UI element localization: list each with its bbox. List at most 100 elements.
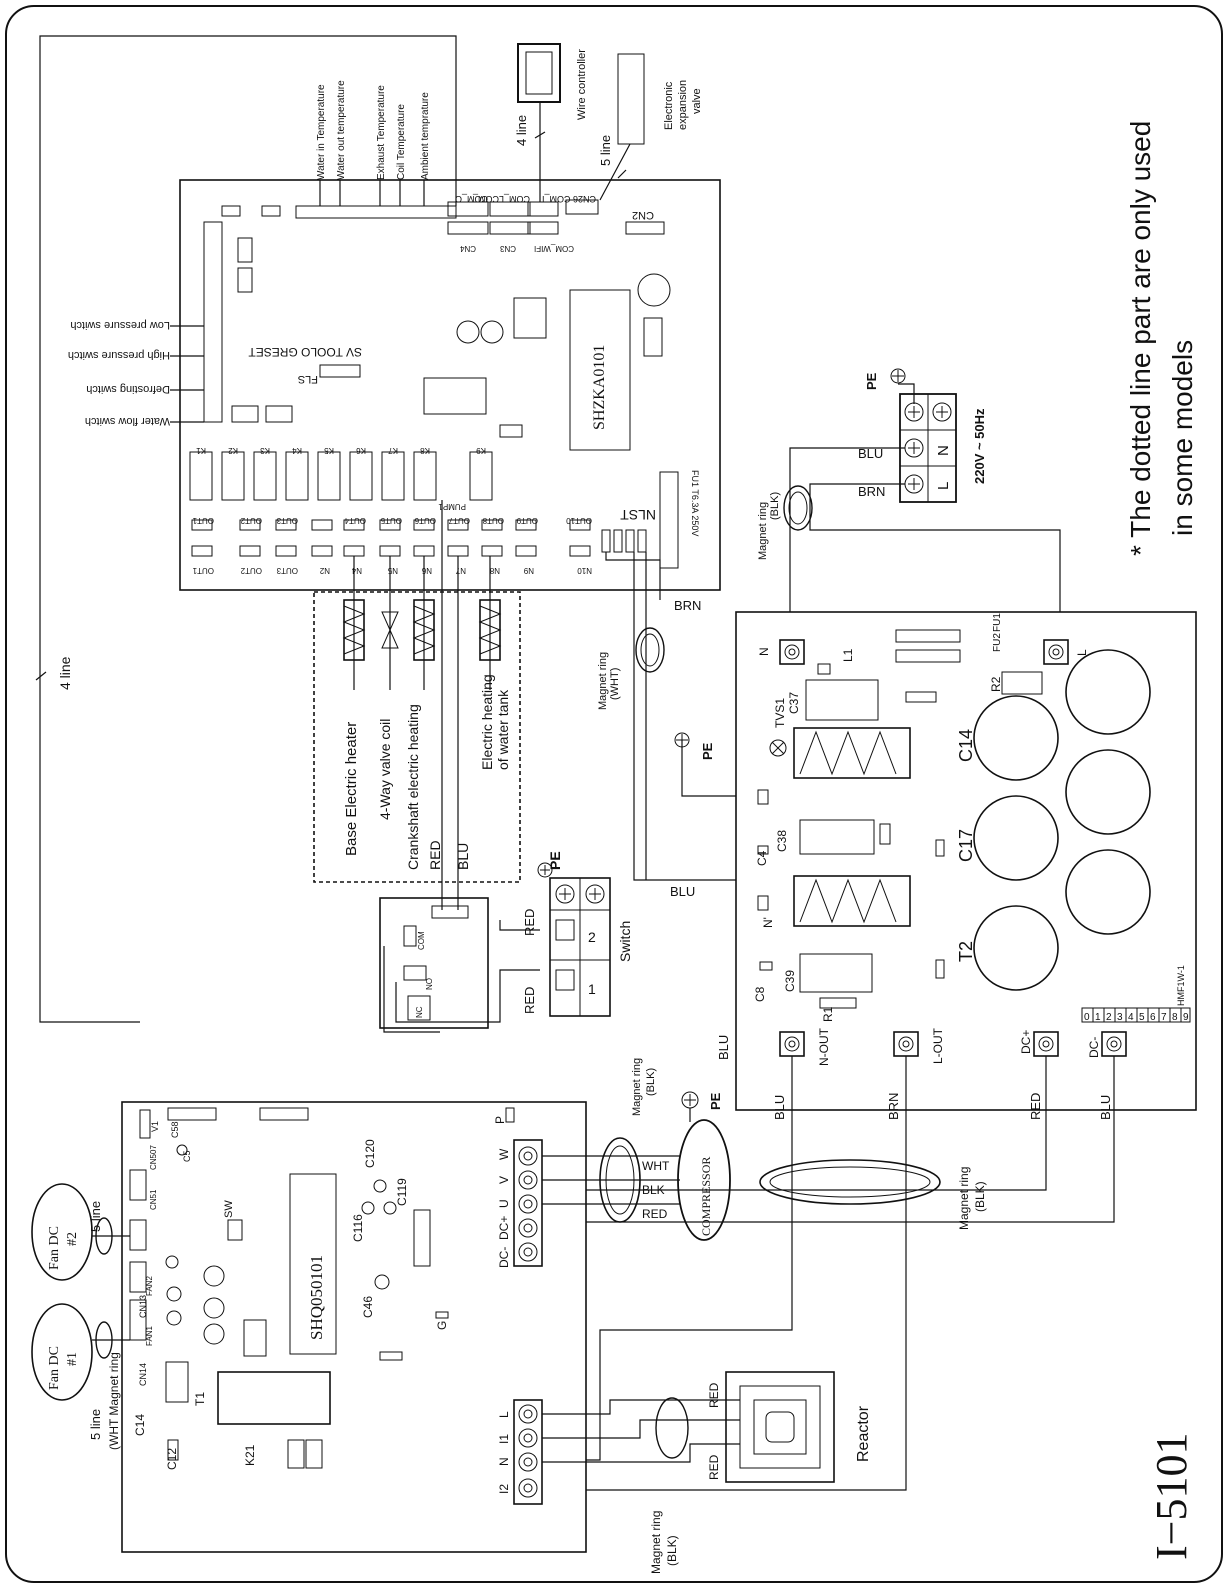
fb-digit-1: 1 [1095, 1012, 1101, 1023]
reactor-red-1: RED [707, 1382, 721, 1408]
fan-dc-1: Fan DC #1 5 line (WHT Magnet ring [31, 1303, 130, 1450]
cn4-label: CN4 [459, 244, 476, 253]
db-c12: C12 [165, 1448, 179, 1470]
out2: OUT2 [240, 516, 262, 525]
cn3-label: CN3 [499, 244, 516, 253]
sensor-labels: Water in Temperature Water out temperatu… [316, 80, 431, 180]
fb-r1: R1 [821, 1006, 835, 1022]
out4: OUT4 [344, 516, 366, 525]
exp-valve-2: expansion [677, 80, 689, 130]
cn26-label: CN26 COM_I [542, 194, 596, 204]
wire-controller-label: Wire controller [576, 49, 588, 120]
magnet-ring-blk-3: Magnet ring [631, 1058, 643, 1116]
comlcom-label: COM_LCOM_ [472, 194, 530, 204]
sensor-wires [39, 35, 457, 1023]
fb-digit-9: 9 [1183, 1012, 1189, 1023]
reactor-red-2: RED [707, 1454, 721, 1480]
fan2-label-2: #2 [65, 1232, 80, 1246]
fuse-label: FU1 T6.3A 250V [690, 470, 700, 536]
term-dcplus: DC+ [497, 1216, 511, 1240]
switch-high-pressure: High pressure switch [68, 349, 170, 361]
switch-num-1: 1 [588, 981, 596, 997]
switch-defrost: Defrosting switch [86, 383, 170, 395]
switch-label: Switch [617, 921, 633, 962]
note-line-1: * The dotted line part are only used [1125, 121, 1156, 556]
load-base-heater: Base Electric heater [343, 722, 360, 856]
fb-c14: C14 [956, 729, 976, 762]
loads: Base Electric heater 4-Way valve coil Cr… [313, 556, 521, 883]
fb-r2: R2 [989, 676, 1003, 692]
power-freq: 220V ~ 50Hz [972, 408, 987, 484]
fb-blu-2: BLU [1098, 1095, 1113, 1120]
relay-k2: K2 [228, 446, 238, 455]
n-out2: OUT2 [240, 566, 262, 575]
wht-magnet-ring: (WHT Magnet ring [107, 1352, 121, 1450]
compressor-label: COMPRESSOR [699, 1157, 713, 1236]
out3: OUT3 [276, 516, 298, 525]
db-c119: C119 [395, 1178, 409, 1206]
out7: OUT7 [448, 516, 470, 525]
relay-bank [189, 451, 493, 501]
comp-wht: WHT [642, 1159, 670, 1173]
fb-n: N [757, 647, 771, 656]
fb-digit-4: 4 [1128, 1012, 1134, 1023]
db-cn507: CN507 [149, 1145, 158, 1170]
fb-l1: L1 [841, 648, 855, 662]
n9: N9 [523, 566, 534, 575]
term-dcminus: DC- [497, 1247, 511, 1268]
outer-frame [5, 5, 1223, 1583]
magnet-ring-blk-4b: (BLK) [665, 1535, 679, 1566]
comwifi-label: COM_WIFI [534, 244, 574, 253]
load-4way: 4-Way valve coil [377, 719, 393, 820]
magnet-ring-wht: Magnet ring [597, 652, 609, 710]
magnet-ring-blk-1b: (BLK) [769, 492, 781, 520]
fb-t2: T2 [956, 941, 976, 962]
out6: OUT6 [414, 516, 436, 525]
load-water-tank-1: Electric heating [479, 674, 495, 770]
sensor-coil: Coil Temperature [396, 104, 407, 180]
filter-output-wires: BLU BRN RED BLU BLU Magnet ring (BLK) [542, 1035, 1115, 1491]
red-label-3: RED [522, 987, 537, 1014]
blu-label-main: BLU [670, 884, 695, 899]
fan1-label-2: #1 [65, 1352, 80, 1366]
n5: N5 [387, 566, 398, 575]
relay-nc: NC [415, 1006, 424, 1018]
red-label-1: RED [427, 840, 443, 870]
fb-c4: C4 [755, 850, 769, 866]
fb-l: L [1075, 649, 1089, 656]
magnet-ring-blk-4: Magnet ring [649, 1511, 663, 1574]
switch-water-flow: Water flow switch [85, 415, 170, 427]
fb-lout: L-OUT [931, 1027, 945, 1064]
db-sw: SW [223, 1200, 235, 1218]
out8: OUT8 [482, 516, 504, 525]
magnet-ring-wht-b: (WHT) [609, 668, 621, 700]
fb-digit-3: 3 [1117, 1012, 1123, 1023]
relay-k4: K4 [292, 446, 302, 455]
fb-nout: N-OUT [817, 1027, 831, 1066]
fb-dcminus: DC- [1087, 1037, 1101, 1058]
fb-c39: C39 [783, 970, 797, 992]
db-g: G [435, 1321, 449, 1330]
switch-relay: RED BLU COM NO NC [379, 500, 540, 1033]
nlst-wires: Magnet ring (WHT) BRN BLU PE [597, 552, 760, 899]
fb-code: HMF1W-1 [1176, 965, 1186, 1006]
cn2-label: CN2 [632, 209, 654, 221]
driver-labels: W V U DC+ DC- L I1 N I2 P G V1 C5 C58 CN… [133, 1116, 511, 1494]
fb-brn: BRN [886, 1093, 901, 1120]
db-cn14: CN14 [138, 1363, 148, 1386]
brn-label-main: BRN [674, 598, 701, 613]
relay-com: COM [417, 931, 426, 950]
db-c46: C46 [361, 1296, 375, 1318]
chip-block: SHZKA0101 [231, 273, 671, 451]
five-line-fan1: 5 line [88, 1409, 103, 1440]
magnet-ring-blk-3b: (BLK) [645, 1068, 657, 1096]
magnet-ring-blk-2: Magnet ring [957, 1167, 971, 1230]
fb-c8: C8 [753, 986, 767, 1002]
switch-labels: Low pressure switch High pressure switch… [68, 319, 204, 427]
fls-label: FLS [298, 373, 318, 385]
db-fan1: FAN1 [145, 1325, 154, 1346]
db-c5: C5 [182, 1150, 192, 1162]
fb-c38: C38 [775, 830, 789, 852]
fb-nprime: N' [761, 917, 775, 928]
